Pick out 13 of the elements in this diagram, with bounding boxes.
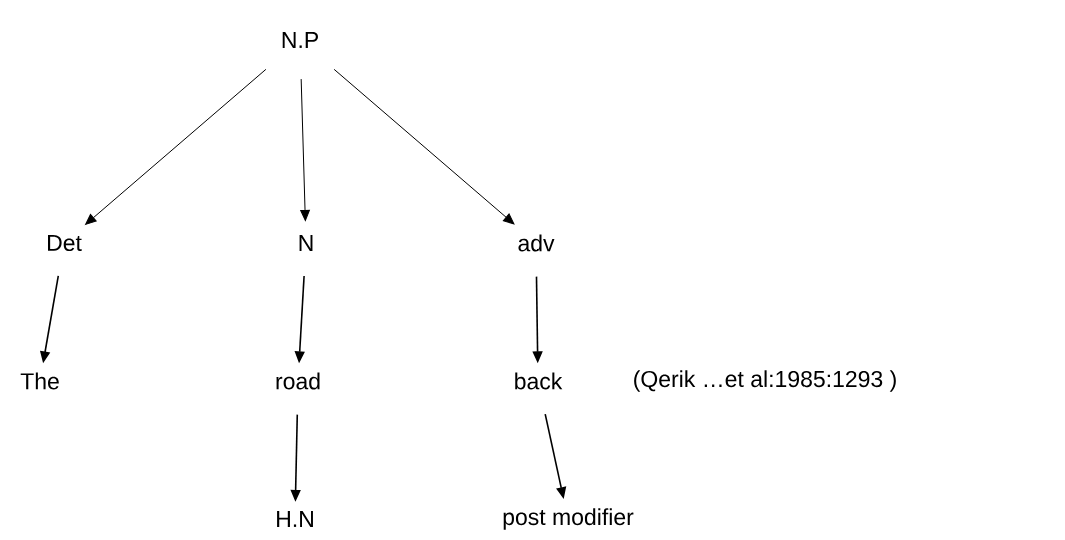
tree-label: road — [276, 372, 320, 390]
arrow — [85, 68, 267, 225]
tree-label: The — [20, 372, 59, 390]
tree-label: N — [299, 235, 313, 251]
tree-label: back — [515, 372, 563, 390]
arrow — [300, 78, 310, 222]
tree-label: post modifier — [503, 508, 634, 530]
citation-text: (Qerik …et al:1985:1293 ) — [634, 370, 896, 392]
tree-label: H.N — [277, 511, 313, 527]
tree-label: adv — [518, 234, 555, 252]
tree-label: Det — [48, 234, 82, 251]
tree-label: N.P — [282, 32, 318, 48]
arrow — [333, 68, 515, 225]
